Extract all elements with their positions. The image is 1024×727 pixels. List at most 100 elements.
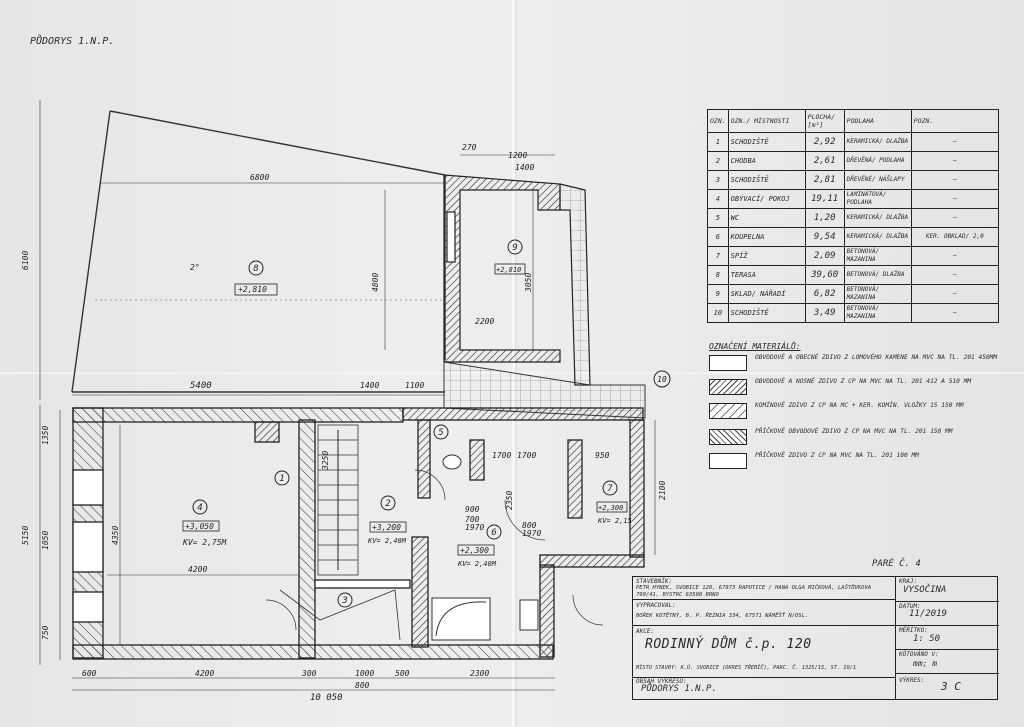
room-note: — <box>910 170 1000 190</box>
material-text: PŘÍČKOVÉ ZDIVO Z CP NA MVC NA TL. 201 10… <box>755 452 919 459</box>
room-tag-7: 7 <box>607 484 613 494</box>
sheet-label: VÝKRES: <box>899 677 925 684</box>
material-row: PŘÍČKOVÉ ZDIVO Z CP NA MVC NA TL. 201 10… <box>709 451 999 473</box>
room-tag-6: 6 <box>491 528 496 538</box>
room-note: — <box>910 303 1000 323</box>
room-no: 8 <box>707 265 729 285</box>
room-floor: LAMINÁTOVÁ/ PODLAHA <box>843 189 912 209</box>
material-row: KOMÍNOVÉ ZDIVO Z CP NA MC + KER. KOMÍN. … <box>709 401 999 423</box>
date-value: 11/2019 <box>909 609 947 619</box>
page-number: PARÉ Č. 4 <box>872 559 921 569</box>
dim-1350: 1350 <box>41 426 50 445</box>
room-tag-1: 1 <box>279 474 284 484</box>
dim-4350: 4350 <box>111 526 120 545</box>
room-floor: DŘEVĚNÉ/ NÁŠLAPY <box>843 170 912 190</box>
dim-1700b: 1700 <box>492 451 511 460</box>
room-note: — <box>910 246 1000 266</box>
author-label: STAVEBNÍK: <box>636 578 673 585</box>
material-row: OBVODOVÉ A NOSNÉ ZDIVO Z CP NA MVC NA TL… <box>709 377 999 399</box>
room-note: — <box>910 189 1000 209</box>
dim-4200: 4200 <box>195 669 214 678</box>
room-no: 7 <box>707 246 729 266</box>
material-text: OBVODOVÉ A OBECNÉ ZDIVO Z LOMOVÉHO KAMEN… <box>755 354 998 361</box>
room-tag-3: 3 <box>341 596 347 606</box>
ceiling-2: KV= 2,40M <box>367 537 407 545</box>
location-text: MÍSTO STAVBY: K.Ú. SVOBICE (OKRES TŘEBÍČ… <box>636 665 857 671</box>
dim-500: 500 <box>395 669 410 678</box>
room-floor: KERAMICKÁ/ DLAŽBA <box>843 132 912 152</box>
level-6: +2,300 <box>460 546 489 555</box>
dim-2300: 2300 <box>470 669 489 678</box>
room-name: OBÝVACÍ/ POKOJ <box>727 189 806 209</box>
room-area: 2,09 <box>804 246 845 266</box>
room-floor: DŘEVĚNÁ/ PODLAHA <box>843 151 912 171</box>
dim-900: 900 <box>465 505 480 514</box>
dim-5150: 5150 <box>21 526 30 545</box>
dim-950: 950 <box>595 451 610 460</box>
room-name: CHODBA <box>727 151 806 171</box>
room-area: 2,81 <box>804 170 845 190</box>
room-tag-9: 9 <box>512 243 517 253</box>
room-no: 2 <box>707 151 729 171</box>
level-9: +2,810 <box>496 266 521 274</box>
material-swatch-partition-150 <box>709 429 747 445</box>
room-no: 5 <box>707 208 729 228</box>
material-swatch-stone <box>709 355 747 371</box>
room-name: KOUPELNA <box>727 227 806 247</box>
room-no: 6 <box>707 227 729 247</box>
page-label: PŮDORYS 1.N.P. <box>30 36 115 47</box>
room-area: 9,54 <box>804 227 845 247</box>
room-note: KER. OBKLAD/ 2,0 <box>910 227 1000 247</box>
room-floor: BETONOVÁ/ MAZANINA <box>843 246 912 266</box>
room-no: 4 <box>707 189 729 209</box>
room-floor: BETONOVÁ/ MAZANINA <box>843 303 912 323</box>
header-floor: PODLAHA <box>843 109 912 133</box>
room-area: 6,82 <box>804 284 845 304</box>
house-walls <box>72 407 645 660</box>
room-no: 10 <box>707 303 729 323</box>
dimension-lines <box>39 100 656 691</box>
room-tag-2: 2 <box>385 499 390 509</box>
room-area: 39,60 <box>804 265 845 285</box>
material-row: PŘÍČKOVÉ OBVODOVÉ ZDIVO Z CP NA MVC NA T… <box>709 427 999 449</box>
room-name: TERASA <box>727 265 806 285</box>
dim-600: 600 <box>82 669 97 678</box>
dim-4200-inner: 4200 <box>188 565 207 574</box>
staircase-1 <box>279 424 401 641</box>
room-tag-8: 8 <box>253 264 258 274</box>
material-row: OBVODOVÉ A OBECNÉ ZDIVO Z LOMOVÉHO KAMEN… <box>709 353 999 375</box>
dim-700: 700 <box>465 515 480 524</box>
dim-1400: 1400 <box>360 381 379 390</box>
room-floor: BETONOVÁ/ MAZANINA <box>843 284 912 304</box>
door-swings <box>265 469 604 631</box>
units-value: mm; m <box>913 659 938 668</box>
header-area: PLOCHA/ [m²] <box>804 109 845 133</box>
room-name: WC <box>727 208 806 228</box>
dim-6100: 6100 <box>21 251 30 270</box>
dim-1970b: 1970 <box>465 523 484 532</box>
room-note: — <box>910 132 1000 152</box>
dim-1700: 1700 <box>517 451 536 460</box>
room-no: 3 <box>707 170 729 190</box>
scale-label: MĚŘÍTKO: <box>899 627 928 634</box>
room-table-header: OZN. OZN./ MÍSTNOSTI PLOCHA/ [m²] PODLAH… <box>707 109 1000 133</box>
project-title: RODINNÝ DŮM č.p. 120 <box>645 637 812 652</box>
author-text: PETR HYNEK, SVOBICE 120, 67973 RAPOTICE … <box>636 585 872 598</box>
material-swatch-brick-load <box>709 379 747 395</box>
header-name: OZN./ MÍSTNOSTI <box>727 109 806 133</box>
title-block: STAVEBNÍK: PETR HYNEK, SVOBICE 120, 6797… <box>632 576 999 700</box>
material-swatch-partition-100 <box>709 453 747 469</box>
dim-3250: 3250 <box>321 451 330 471</box>
storage-walls <box>443 174 591 386</box>
room-floor: BETONOVÁ/ DLAŽBA <box>843 265 912 285</box>
header-no: OZN. <box>707 109 729 133</box>
bathroom-fixtures <box>431 454 539 641</box>
room-name: SKLAD/ NÁŘADÍ <box>727 284 806 304</box>
room-name: SCHODIŠTĚ <box>727 132 806 152</box>
